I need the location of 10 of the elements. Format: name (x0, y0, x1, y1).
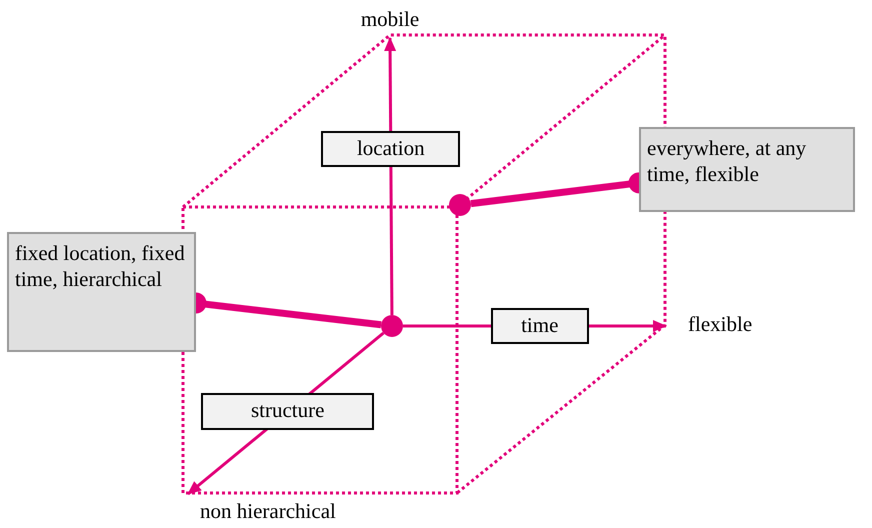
edge-label: structure (201, 393, 374, 430)
junction-dot (381, 315, 403, 337)
description-box: fixed location, fixed time, hierarchical (7, 232, 196, 352)
edge-label: time (490, 308, 589, 344)
junction-dot (449, 194, 471, 216)
description-box: everywhere, at any time, flexible (639, 127, 855, 212)
axis-end-label: non hierarchical (186, 494, 386, 526)
axis-end-label: flexible (666, 309, 776, 341)
axis-end-label: mobile (355, 6, 425, 38)
edge-label: location (321, 130, 460, 167)
